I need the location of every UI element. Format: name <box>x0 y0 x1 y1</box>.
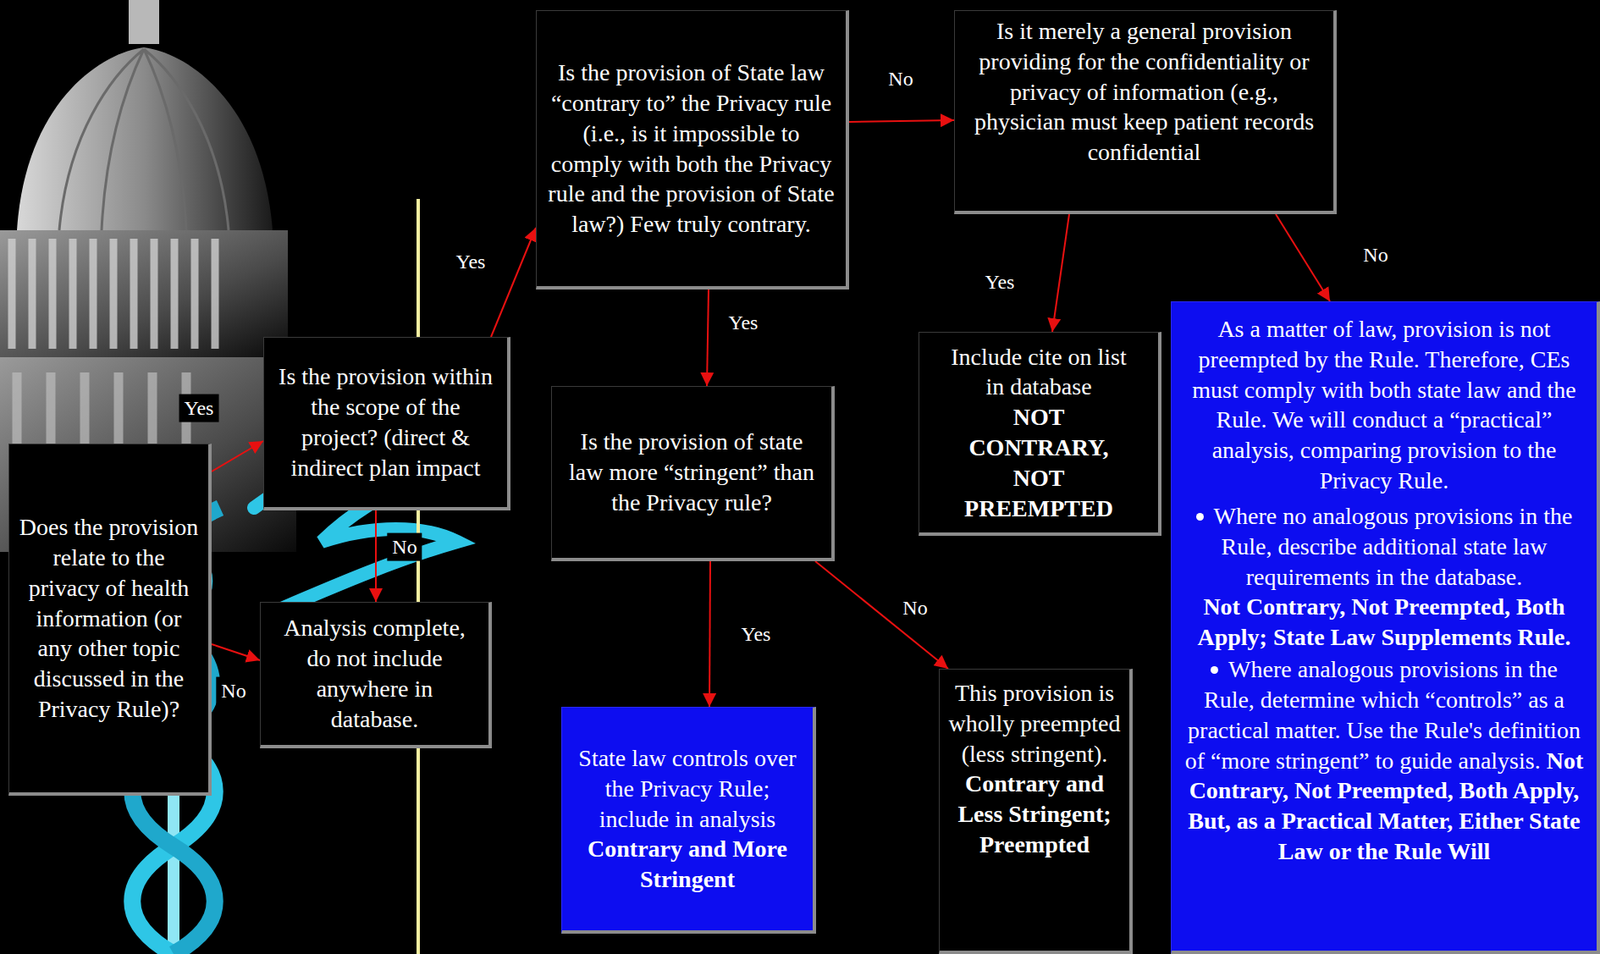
capitol-lantern <box>128 0 160 45</box>
decision-box: Is the provision within the scope of the… <box>263 336 511 511</box>
verdict-text: Contrary and Less Stringent; Preempted <box>948 768 1121 860</box>
connector-arrow <box>815 561 949 669</box>
connector-arrow <box>491 227 536 337</box>
verdict-text: Not Contrary, Not Preempted, Both Apply;… <box>1183 591 1585 653</box>
edge-label: No <box>215 677 251 706</box>
connector-arrow <box>1275 214 1330 302</box>
connector-arrow <box>375 510 377 602</box>
box-text: Is the provision of state law more “stri… <box>563 426 820 518</box>
decision-box: Is it merely a general provision providi… <box>954 10 1337 215</box>
edge-label: Yes <box>980 268 1021 297</box>
edge-label: Yes <box>451 248 492 276</box>
box-text: Is the provision of State law “contrary … <box>546 57 836 240</box>
result-box: This provision is wholly preempted (less… <box>938 668 1133 954</box>
edge-label: No <box>386 533 422 562</box>
capitol-dome <box>16 47 273 231</box>
process-box: Analysis complete, do not include anywhe… <box>259 601 492 749</box>
result-box: State law controls over the Privacy Rule… <box>561 706 817 934</box>
result-box: Include cite on list in databaseNOT CONT… <box>918 331 1162 536</box>
edge-label: Yes <box>723 308 764 337</box>
box-text: Include cite on list in database <box>944 342 1133 403</box>
decision-box: Is the provision of state law more “stri… <box>551 386 835 562</box>
box-text: This provision is wholly preempted (less… <box>948 678 1121 769</box>
capitol-drum <box>0 230 288 358</box>
edge-label: No <box>882 65 918 94</box>
box-text: Does the provision relate to the privacy… <box>17 512 200 725</box>
bullet-text: Where no analogous provisions in the Rul… <box>1213 502 1573 591</box>
verdict-text: NOT CONTRARY, NOT PREEMPTED <box>944 402 1133 524</box>
edge-label: Yes <box>736 620 777 649</box>
box-text: Is it merely a general provision providi… <box>966 16 1322 168</box>
connector-arrow <box>211 644 260 661</box>
dome-ribs <box>59 49 229 231</box>
connector-arrow <box>211 441 264 472</box>
divider-line <box>416 198 420 954</box>
bullet-item: Where no analogous provisions in the Rul… <box>1183 501 1585 592</box>
bullet-item: Where analogous provisions in the Rule, … <box>1183 654 1585 867</box>
edge-label: No <box>1357 241 1393 270</box>
decision-box: Does the provision relate to the privacy… <box>8 443 212 796</box>
box-text: As a matter of law, provision is not pre… <box>1183 314 1585 497</box>
connector-arrow <box>706 289 709 387</box>
connector-arrow <box>849 120 955 122</box>
capitol-columns <box>11 238 216 349</box>
connector-arrow <box>1052 214 1070 332</box>
connector-arrow <box>709 561 711 707</box>
bullet-dot <box>1210 666 1219 674</box>
decision-box: Is the provision of State law “contrary … <box>535 10 850 290</box>
verdict-text: Contrary and More Stringent <box>572 833 803 895</box>
edge-label: No <box>897 594 933 623</box>
bullet-text: Where analogous provisions in the Rule, … <box>1185 656 1581 773</box>
edge-label: Yes <box>179 394 220 423</box>
box-text: Is the provision within the scope of the… <box>272 361 499 483</box>
box-text: Analysis complete, do not include anywhe… <box>270 612 479 734</box>
result-box: As a matter of law, provision is not pre… <box>1170 301 1600 954</box>
box-text: State law controls over the Privacy Rule… <box>572 743 803 834</box>
bullet-dot <box>1196 513 1204 521</box>
